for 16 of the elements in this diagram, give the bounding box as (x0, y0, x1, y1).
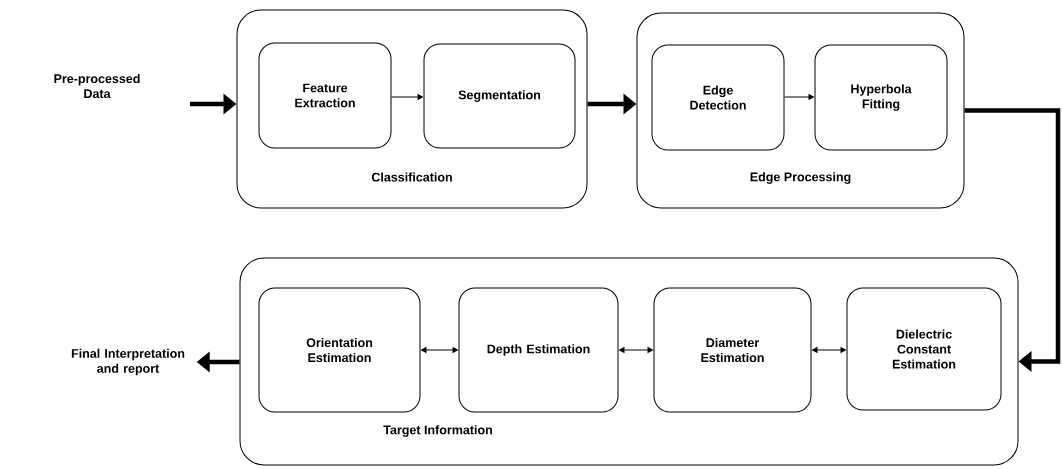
input-label: Final Interpretation and report (71, 348, 185, 376)
process-box: Hyperbola Fitting (814, 44, 948, 151)
arrow (421, 347, 458, 353)
process-box: Segmentation (423, 43, 576, 149)
arrow (619, 347, 653, 353)
process-box: Diameter Estimation (653, 287, 812, 413)
process-box: Orientation Estimation (258, 287, 421, 413)
arrow (391, 94, 423, 100)
process-box: Depth Estimation (458, 287, 619, 413)
arrow (964, 108, 1061, 372)
process-box: Feature Extraction (258, 42, 392, 149)
input-label: Pre-processed Data (54, 73, 140, 99)
process-box: Dielectric Constant Estimation (846, 287, 1002, 411)
process-box: Edge Detection (651, 44, 785, 151)
arrow (812, 347, 846, 353)
arrow (784, 94, 814, 100)
